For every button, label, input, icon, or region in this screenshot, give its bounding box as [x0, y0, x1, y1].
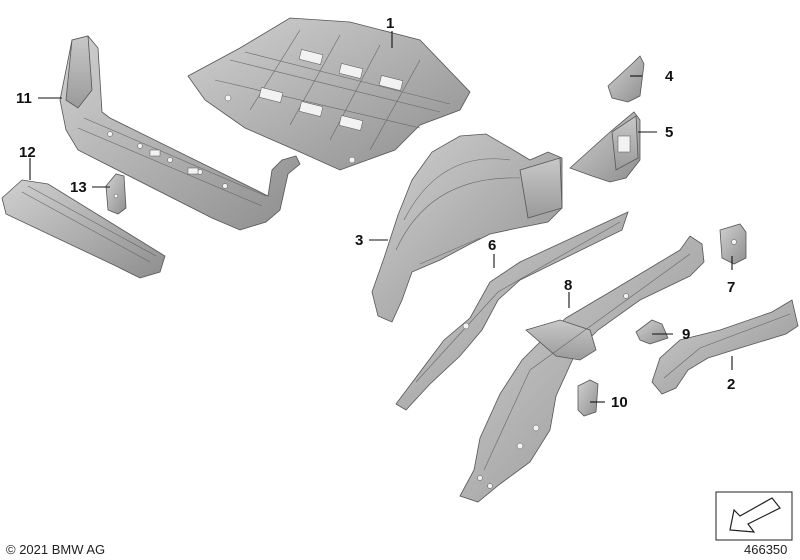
copyright-text: © 2021 BMW AG	[6, 542, 105, 557]
part-floor-plate[interactable]	[1, 179, 166, 279]
callout-12: 12	[19, 144, 36, 161]
part-gusset[interactable]	[607, 55, 645, 103]
direction-arrow-icon	[729, 497, 781, 533]
image-number: 466350	[744, 542, 787, 557]
callout-8: 8	[564, 277, 572, 294]
callout-labels: 1 2 3 4 5 6 7 8 9 10 11 12 13	[16, 15, 735, 411]
callout-6: 6	[488, 237, 496, 254]
callout-7: 7	[727, 279, 735, 296]
part-cross-member[interactable]	[59, 35, 301, 231]
part-rear-side-member[interactable]	[651, 299, 799, 395]
part-side-member[interactable]	[395, 211, 629, 411]
part-longitudinal-member[interactable]	[459, 235, 705, 503]
part-small-bracket[interactable]	[105, 173, 127, 215]
callout-9: 9	[682, 326, 690, 343]
callout-11: 11	[16, 90, 32, 107]
callout-3: 3	[355, 232, 363, 249]
callout-4: 4	[665, 68, 674, 85]
part-clip-bracket[interactable]	[635, 319, 669, 345]
callout-5: 5	[665, 124, 673, 141]
orientation-box	[715, 491, 793, 541]
callout-13: 13	[70, 179, 87, 196]
part-floor-panel[interactable]	[187, 17, 471, 171]
callout-1: 1	[386, 15, 394, 32]
part-wheel-house[interactable]	[371, 133, 563, 323]
part-small-plate[interactable]	[577, 379, 599, 417]
callout-10: 10	[611, 394, 628, 411]
leader-lines	[29, 31, 733, 403]
callout-2: 2	[727, 376, 735, 393]
part-mount-bracket[interactable]	[719, 223, 747, 265]
part-bracket-assembly[interactable]	[569, 111, 641, 183]
